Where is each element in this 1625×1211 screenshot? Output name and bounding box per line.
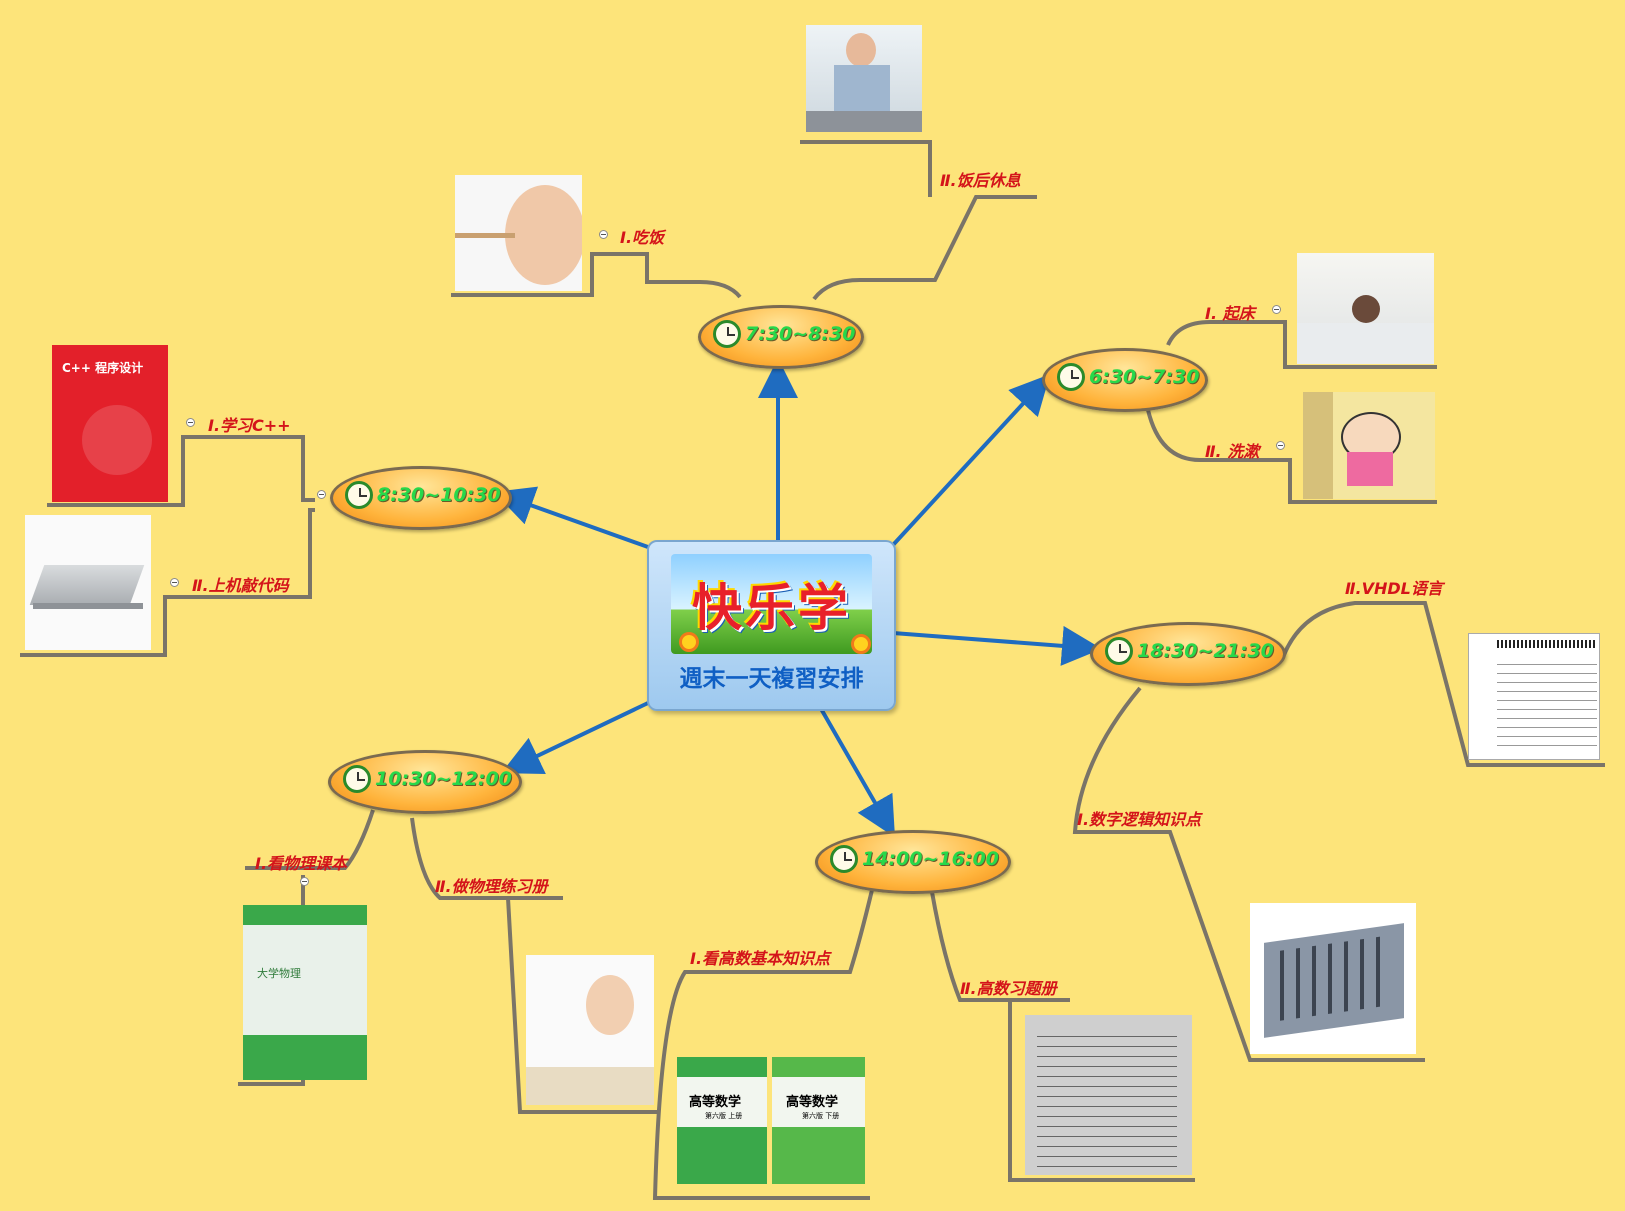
- time-label: 10:30~12:00: [375, 768, 512, 790]
- task-rest: Ⅱ.饭后休息: [940, 171, 1021, 190]
- logic-trainer-image: [1250, 903, 1416, 1054]
- cpp-book-image: C++ 程序设计: [52, 345, 168, 502]
- time-node-8-30[interactable]: 8:30~10:30: [330, 466, 512, 530]
- clock-icon: [345, 481, 373, 509]
- task-vhdl: Ⅱ.VHDL语言: [1345, 579, 1443, 598]
- arrow-to-14-00: [818, 706, 895, 838]
- clock-icon: [1057, 363, 1085, 391]
- task-physics-exercise: Ⅱ.做物理练习册: [435, 877, 548, 896]
- task-math-basics: Ⅰ.看高数基本知识点: [690, 949, 831, 968]
- flower-icon: [679, 632, 699, 652]
- time-node-18-30[interactable]: 18:30~21:30: [1090, 622, 1286, 686]
- laptop-image: [25, 515, 151, 650]
- collapse-icon[interactable]: [300, 877, 309, 886]
- clock-icon: [830, 845, 858, 873]
- task-math-exercises: Ⅱ.高数习题册: [960, 979, 1057, 998]
- waking-up-image: [1297, 253, 1434, 364]
- collapse-icon[interactable]: [317, 490, 326, 499]
- clock-icon: [713, 320, 741, 348]
- time-label: 6:30~7:30: [1089, 366, 1200, 388]
- arrow-to-8-30: [493, 486, 649, 549]
- time-label: 18:30~21:30: [1137, 640, 1274, 662]
- math-book-1-title: 高等数学: [689, 1095, 742, 1110]
- collapse-icon[interactable]: [1272, 305, 1281, 314]
- cartoon-brushing-image: [1303, 392, 1435, 499]
- vhdl-waveform-image: [1468, 633, 1600, 760]
- central-topic[interactable]: 快乐学习 週末一天複習安排: [647, 540, 896, 711]
- time-label: 14:00~16:00: [862, 848, 999, 870]
- time-label: 7:30~8:30: [745, 323, 856, 345]
- task-eat: Ⅰ.吃饭: [620, 228, 665, 247]
- girl-studying-image: [526, 955, 654, 1105]
- math-book-1-subtitle: 第六版 上册: [705, 1112, 743, 1120]
- time-node-6-30[interactable]: 6:30~7:30: [1042, 348, 1208, 412]
- time-label: 8:30~10:30: [377, 484, 501, 506]
- central-banner-title: 快乐学习: [692, 578, 851, 654]
- time-node-10-30[interactable]: 10:30~12:00: [328, 750, 522, 814]
- math-book-2-image: 高等数学 第六版 下册: [772, 1057, 865, 1184]
- arrow-to-18-30: [892, 625, 1102, 666]
- central-subtitle: 週末一天複習安排: [679, 666, 864, 692]
- cpp-book-title: C++ 程序设计: [62, 361, 144, 375]
- task-coding: Ⅱ.上机敲代码: [192, 576, 289, 595]
- time-node-7-30[interactable]: 7:30~8:30: [698, 305, 864, 369]
- math-book-2-subtitle: 第六版 下册: [802, 1112, 840, 1120]
- clock-icon: [1105, 637, 1133, 665]
- task-wash: Ⅱ. 洗漱: [1205, 442, 1260, 461]
- branch-lines: [20, 140, 1605, 1200]
- flower-icon: [851, 634, 871, 654]
- clock-icon: [343, 765, 371, 793]
- arrow-to-10-30: [501, 701, 649, 774]
- central-banner-image: 快乐学习: [671, 554, 872, 654]
- collapse-icon[interactable]: [186, 418, 195, 427]
- task-study-cpp: Ⅰ.学习C++: [208, 416, 291, 435]
- collapse-icon[interactable]: [170, 578, 179, 587]
- time-node-14-00[interactable]: 14:00~16:00: [815, 830, 1011, 894]
- physics-book-title: 大学物理: [257, 967, 301, 980]
- collapse-icon[interactable]: [599, 230, 608, 239]
- task-get-up: Ⅰ. 起床: [1205, 304, 1255, 323]
- math-book-2-title: 高等数学: [786, 1095, 839, 1110]
- collapse-icon[interactable]: [1276, 441, 1285, 450]
- office-worker-image: [806, 25, 922, 132]
- physics-book-image: 大学物理: [243, 905, 367, 1080]
- baby-eating-image: [455, 175, 582, 291]
- math-exercise-sheet-image: [1025, 1015, 1192, 1175]
- arrow-to-6-30: [891, 374, 1051, 547]
- math-book-1-image: 高等数学 第六版 上册: [677, 1057, 767, 1184]
- task-digital-logic: Ⅰ.数字逻辑知识点: [1077, 810, 1202, 829]
- task-read-physics: Ⅰ.看物理课本: [255, 854, 348, 873]
